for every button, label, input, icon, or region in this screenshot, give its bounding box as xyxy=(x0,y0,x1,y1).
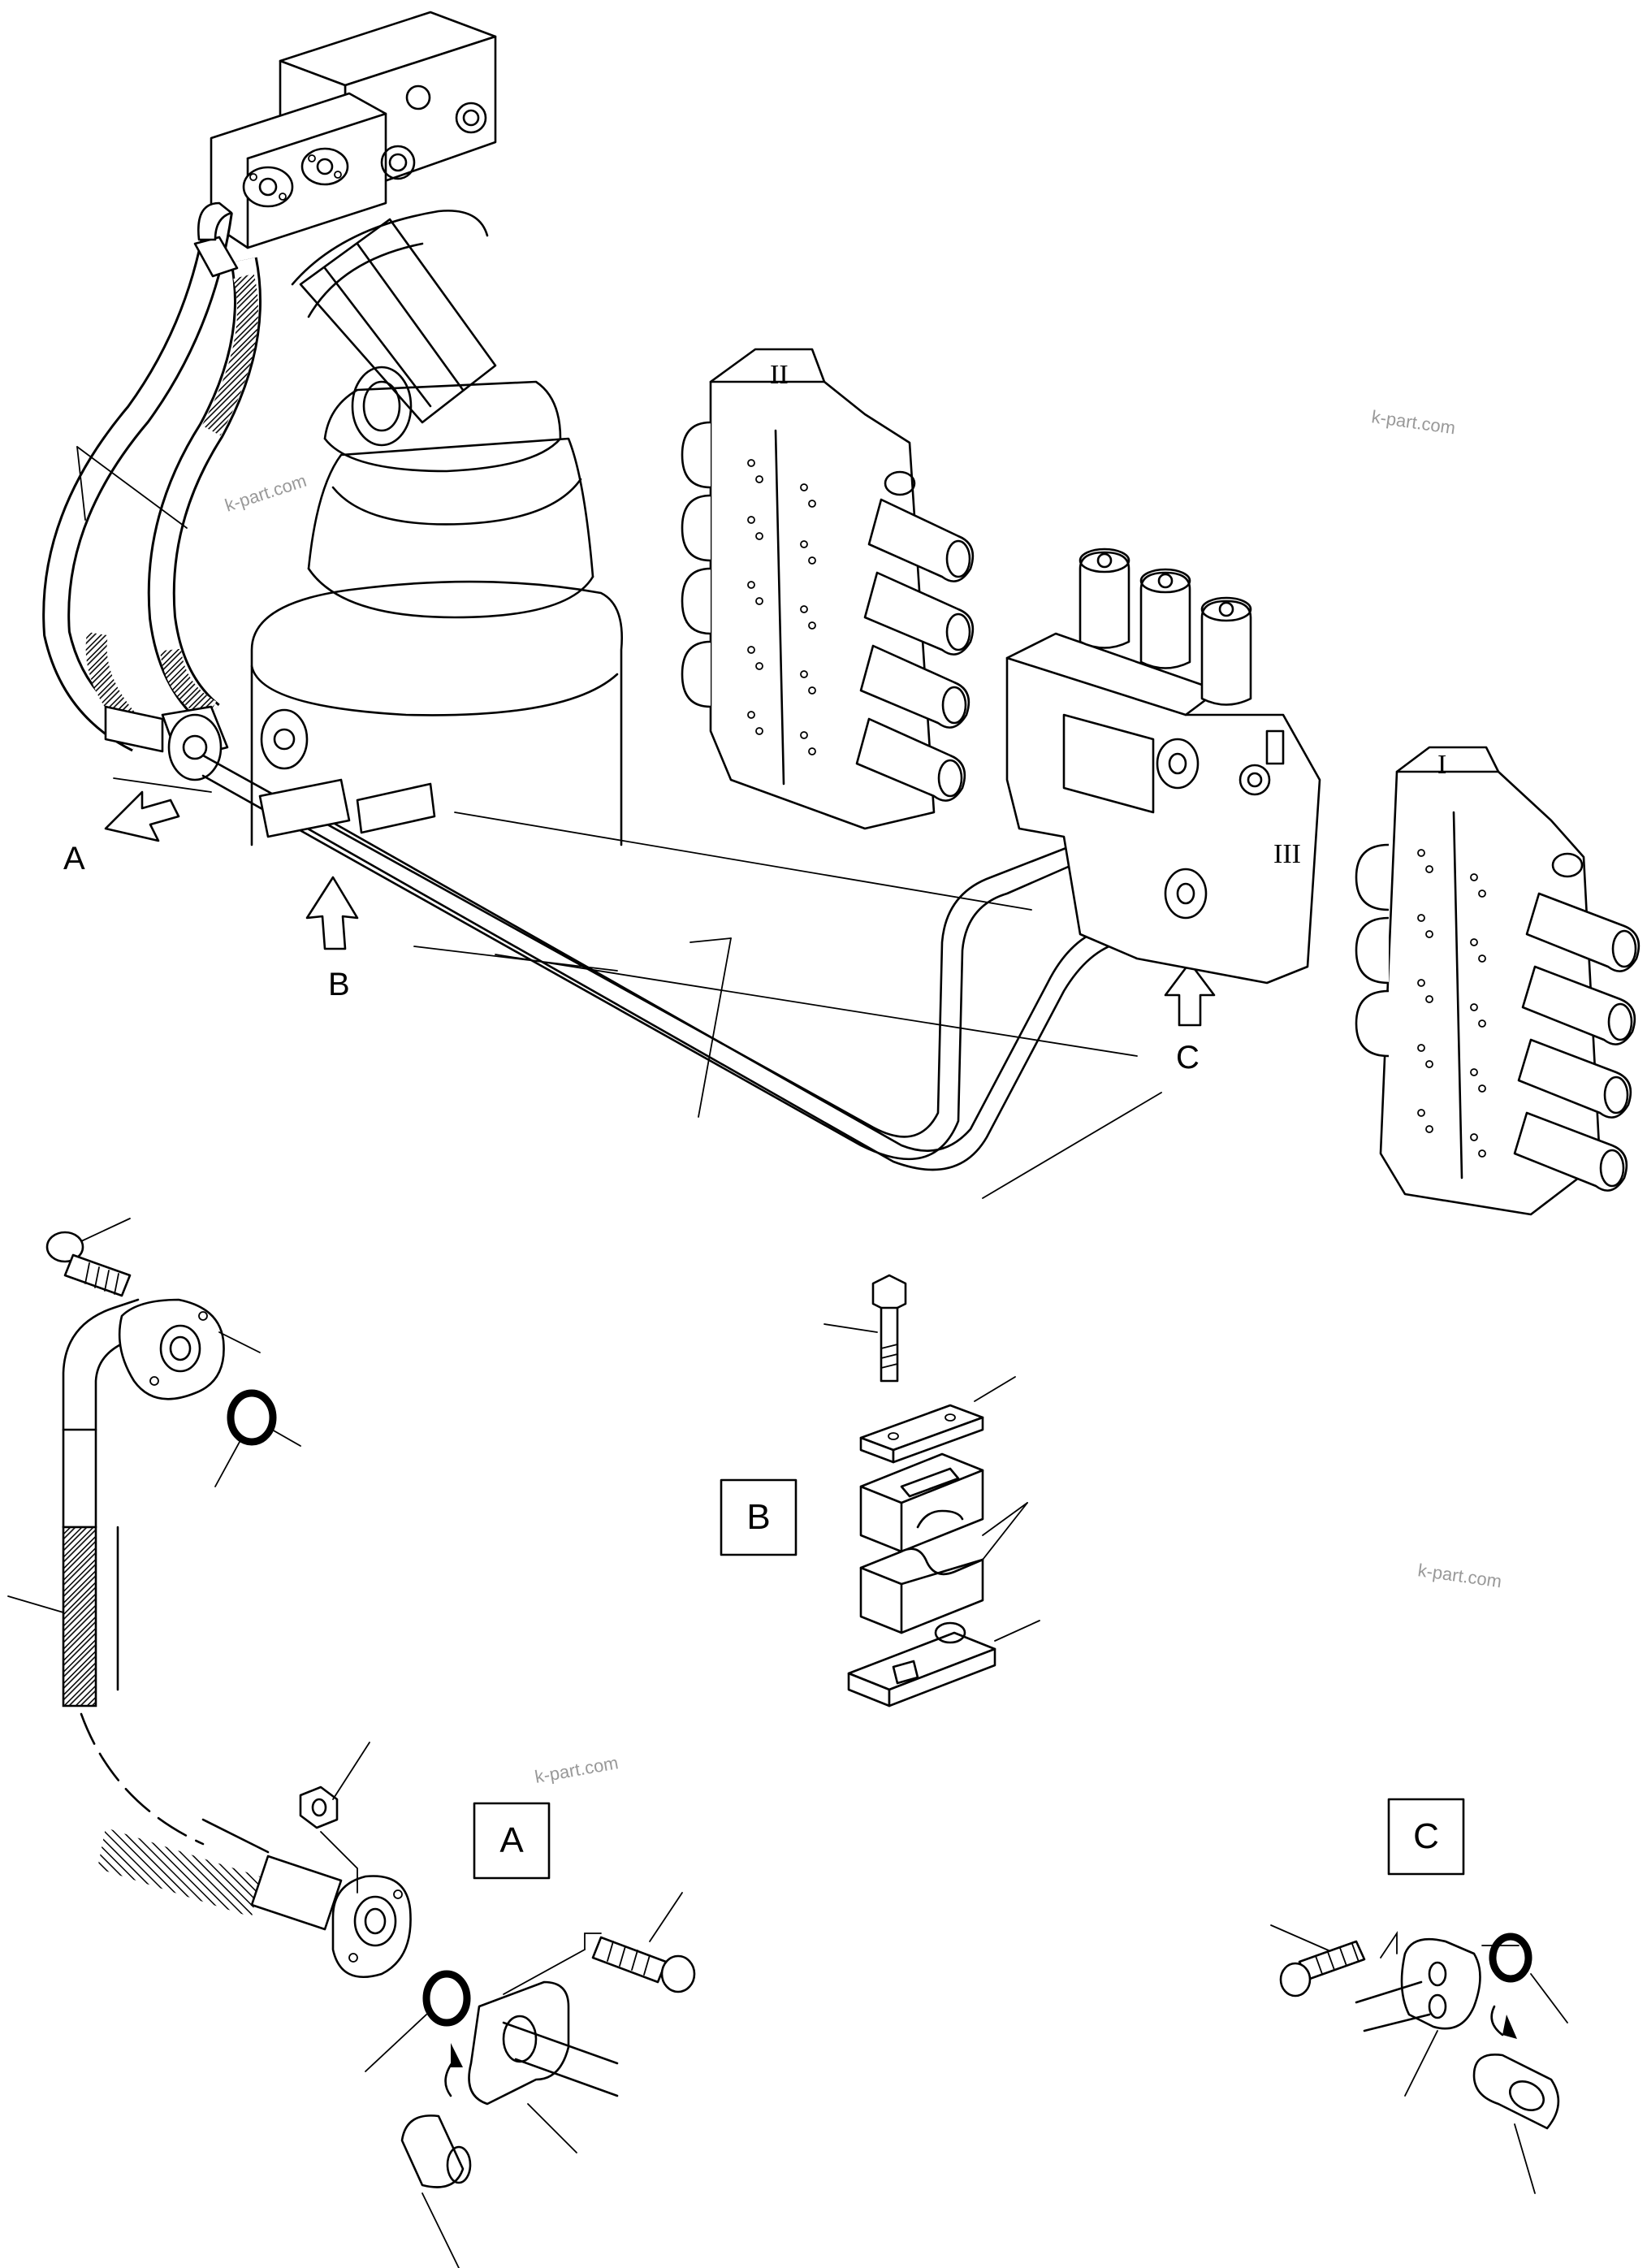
o-ring-icon xyxy=(214,1389,301,1487)
callout-arrow-a: A xyxy=(63,790,180,876)
hex-nut-icon xyxy=(299,1742,370,1894)
port-flange-iii-upper xyxy=(1156,738,1200,790)
cap-screw-icon xyxy=(45,1218,132,1297)
plug-icon xyxy=(455,102,487,134)
protective-cap-icon xyxy=(1472,2053,1560,2194)
detail-label-a: A xyxy=(499,1820,524,1860)
detail-box-b: B xyxy=(720,1478,798,1556)
callout-label-a: A xyxy=(63,841,85,876)
assembly-arrow-icon xyxy=(1502,2015,1517,2039)
callout-arrow-b: B xyxy=(305,876,359,1002)
callout-label-c: C xyxy=(1176,1040,1200,1076)
hose-fittings-left xyxy=(104,705,309,781)
hex-bolt-icon xyxy=(824,1274,907,1383)
block-flange-right xyxy=(300,147,349,186)
detail-box-c: C xyxy=(1387,1798,1465,1876)
plug-icon xyxy=(405,84,431,110)
callout-arrow-c: C xyxy=(1164,961,1216,1076)
detail-label-b: B xyxy=(746,1497,770,1537)
valve-label-iii: III xyxy=(1273,839,1301,869)
split-flange-c xyxy=(1355,1931,1481,2097)
control-valve-i: I xyxy=(1355,746,1641,1216)
callout-label-b: B xyxy=(328,967,350,1002)
cap-screw-icon xyxy=(1270,1924,1366,1997)
spool-caps-i xyxy=(1513,892,1641,1192)
detail-label-c: C xyxy=(1413,1816,1439,1856)
control-valve-iii: III xyxy=(1005,548,1321,985)
valve-label-ii: II xyxy=(770,360,789,390)
o-ring-icon xyxy=(1481,1933,1568,2023)
spool-caps-ii xyxy=(855,498,975,802)
detail-box-a: A xyxy=(473,1802,551,1880)
port-holes-i xyxy=(1417,849,1486,1158)
watermark-text: k-part.com xyxy=(534,1752,620,1787)
split-flange-a xyxy=(468,1933,619,2153)
cap-screw-icon xyxy=(591,1892,696,1993)
detail-b-clamp: B xyxy=(720,1274,1040,1707)
hose-flange-a xyxy=(331,1875,412,1978)
detail-a-hose: A xyxy=(7,1218,696,2268)
port-holes-ii xyxy=(747,459,816,755)
hose-flange-top xyxy=(118,1298,261,1400)
plug-icon xyxy=(380,145,416,180)
clamp-half-upper xyxy=(859,1452,984,1553)
hose-assembly-top xyxy=(42,201,262,752)
swing-motor-assembly xyxy=(210,11,623,846)
clamp-cover-plate xyxy=(859,1376,1016,1464)
detail-c-flange: C xyxy=(1270,1798,1568,2194)
port-flange-iii-lower xyxy=(1164,868,1208,920)
watermark-text: k-part.com xyxy=(1370,406,1456,438)
leader-lines-top xyxy=(76,446,1162,1199)
watermark-text: k-part.com xyxy=(1416,1560,1502,1591)
protective-cap-icon xyxy=(400,2114,472,2268)
steel-pipes xyxy=(201,754,1171,1171)
block-flange-left xyxy=(242,166,294,208)
clamp-half-lower xyxy=(859,1502,1028,1634)
o-ring-icon xyxy=(365,1970,471,2072)
control-valve-ii: II xyxy=(681,348,975,830)
valve-label-i: I xyxy=(1437,750,1446,780)
pipe-clamp-b xyxy=(258,778,436,838)
motor-shaft-end xyxy=(351,366,413,447)
clamp-base-plate xyxy=(847,1620,1040,1707)
watermark-text: k-part.com xyxy=(223,470,309,516)
